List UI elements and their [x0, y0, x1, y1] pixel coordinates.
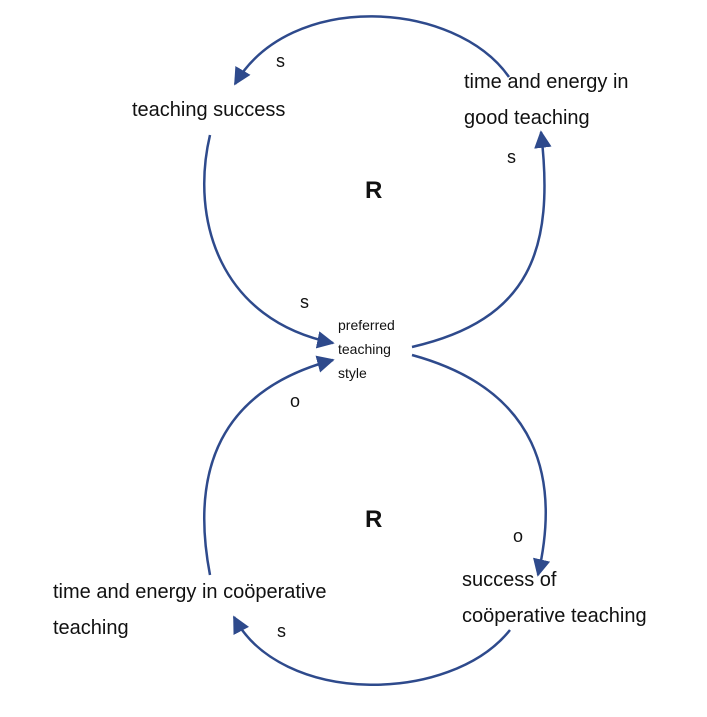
- polarity-top-right: s: [507, 147, 516, 167]
- node-preferred-teaching-style: preferred teaching style: [338, 317, 395, 381]
- node-teaching-success: teaching success: [132, 99, 286, 121]
- arrow-teaching-success-to-preferred-style: [203, 134, 335, 349]
- arrow-time-coop-to-preferred-style: [203, 355, 335, 576]
- polarity-top-left: s: [276, 51, 285, 71]
- arrow-success-coop-to-time-coop: [232, 615, 511, 686]
- arrow-preferred-style-to-success-coop: [411, 353, 551, 577]
- polarity-mid-upper: s: [300, 292, 309, 312]
- polarity-mid-lower: o: [290, 391, 301, 411]
- arrow-preferred-style-to-time-good: [411, 130, 552, 349]
- arrow-time-good-to-teaching-success: [233, 15, 511, 86]
- polarity-bottom: s: [277, 621, 286, 641]
- node-time-energy-good-teaching: time and energy in good teaching: [464, 71, 629, 129]
- loop-marker-bottom: R: [365, 506, 383, 533]
- loop-marker-top: R: [365, 177, 383, 204]
- node-time-energy-cooperative-teaching: time and energy in coöperative teaching: [53, 581, 327, 639]
- node-success-cooperative-teaching: success of coöperative teaching: [462, 569, 647, 627]
- polarity-bottom-right: o: [513, 526, 524, 546]
